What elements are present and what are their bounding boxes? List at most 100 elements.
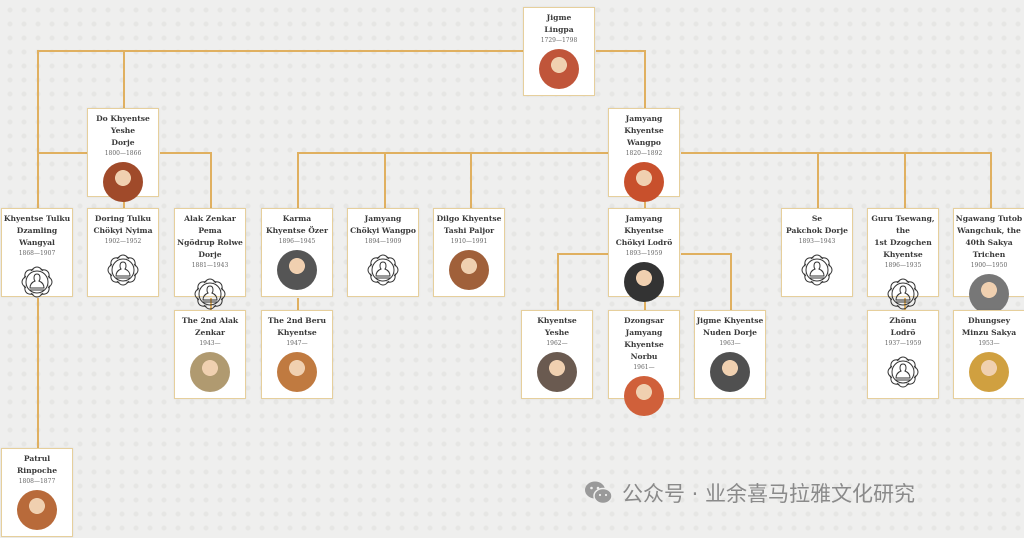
person-card-2nd-beru-khyentse[interactable]: The 2nd Beru Khyentse 1947— <box>261 310 333 399</box>
connector-line <box>596 50 644 52</box>
person-dates: 1808—1877 <box>18 478 56 485</box>
person-card-jamyang-khyentse-wangpo[interactable]: Jamyang Khyentse Wangpo 1820—1892 <box>608 108 680 202</box>
portrait-image <box>969 274 1009 314</box>
connector-line <box>37 50 523 52</box>
portrait-image <box>624 262 664 302</box>
portrait-image <box>539 49 579 89</box>
connector-line <box>160 152 210 154</box>
person-card-khyentse-tulku[interactable]: Khyentse Tulku Dzamling Wangyal 1868—190… <box>1 208 73 298</box>
person-name: Alak Zenkar Pema Ngödrup Rolwe Dorje <box>177 214 243 259</box>
person-card-patrul[interactable]: Patrul Rinpoche 1808—1877 <box>1 448 73 537</box>
person-name: Se Pakchok Dorje <box>785 214 849 235</box>
person-name: The 2nd Beru Khyentse <box>267 316 327 337</box>
lotus-buddha-icon <box>883 352 923 392</box>
person-card-khyentse-yeshe[interactable]: Khyentse Yeshe 1962— <box>521 310 593 399</box>
person-card-jigme-khyentse[interactable]: Jigme Khyentse Nuden Dorje 1963— <box>694 310 766 399</box>
person-dates: 1963— <box>719 340 741 347</box>
person-card-zhonu-lodro[interactable]: Zhönu Lodrö 1937—1959 <box>867 310 939 399</box>
connector-line <box>210 152 212 208</box>
person-card-karma-khyentse[interactable]: Karma Khyentse Özer 1896—1945 <box>261 208 333 297</box>
portrait-image <box>449 250 489 290</box>
connector-line <box>904 298 906 310</box>
person-name: Dhungsey Minzu Sakya <box>961 316 1017 337</box>
lotus-buddha-icon <box>17 262 57 302</box>
connector-line <box>470 152 472 208</box>
person-card-dzongsar[interactable]: Dzongsar Jamyang Khyentse Norbu 1961— <box>608 310 680 416</box>
connector-line <box>681 253 730 255</box>
person-dates: 1896—1945 <box>278 238 316 245</box>
person-card-dilgo-khyentse[interactable]: Dilgo Khyentse Tashi Paljor 1910—1991 <box>433 208 505 297</box>
person-dates: 1943— <box>199 340 221 347</box>
person-dates: 1947— <box>286 340 308 347</box>
portrait-image <box>277 352 317 392</box>
portrait-image <box>537 352 577 392</box>
connector-line <box>990 152 992 208</box>
person-name: Jamyang Khyentse Chökyi Lodrö <box>615 214 673 247</box>
portrait-image <box>17 490 57 530</box>
connector-line <box>644 196 646 208</box>
portrait-image <box>190 352 230 392</box>
person-card-chokyi-lodro[interactable]: Jamyang Khyentse Chökyi Lodrö 1893—1959 <box>608 208 680 302</box>
person-name: Doring Tulku Chökyi Nyima <box>93 214 153 235</box>
lotus-buddha-icon <box>190 274 230 314</box>
person-name: Karma Khyentse Özer <box>266 214 328 235</box>
person-dates: 1729—1798 <box>540 37 578 44</box>
portrait-image <box>277 250 317 290</box>
person-dates: 1961— <box>633 364 655 371</box>
person-name: Khyentse Yeshe <box>537 316 577 337</box>
person-name: Zhönu Lodrö <box>889 316 917 337</box>
person-card-doring-tulku[interactable]: Doring Tulku Chökyi Nyima 1902—1952 <box>87 208 159 297</box>
person-dates: 1953— <box>978 340 1000 347</box>
connector-line <box>644 50 646 108</box>
person-dates: 1868—1907 <box>18 250 56 257</box>
person-card-2nd-alak-zenkar[interactable]: The 2nd Alak Zenkar 1943— <box>174 310 246 399</box>
person-dates: 1881—1943 <box>191 262 229 269</box>
person-dates: 1820—1892 <box>625 150 663 157</box>
connector-line <box>557 253 608 255</box>
connector-line <box>37 50 39 208</box>
lotus-buddha-icon <box>797 250 837 290</box>
connector-line <box>37 152 87 154</box>
person-card-jamyang-chokyi-wangpo[interactable]: Jamyang Chökyi Wangpo 1894—1909 <box>347 208 419 297</box>
connector-line <box>297 298 299 310</box>
person-dates: 1902—1952 <box>104 238 142 245</box>
connector-line <box>123 50 125 108</box>
person-name: Dzongsar Jamyang Khyentse Norbu <box>624 316 664 361</box>
person-name: Guru Tsewang, the 1st Dzogchen Khyentse <box>871 214 935 259</box>
person-dates: 1800—1866 <box>104 150 142 157</box>
person-name: Do Khyentse Yeshe Dorje <box>96 114 150 147</box>
connector-line <box>644 298 646 310</box>
person-card-se-pakchok[interactable]: Se Pakchok Dorje 1893—1943 <box>781 208 853 297</box>
portrait-image <box>103 162 143 202</box>
person-dates: 1900—1950 <box>970 262 1008 269</box>
person-card-jigme-lingpa[interactable]: Jigme Lingpa 1729—1798 <box>523 7 595 96</box>
portrait-image <box>710 352 750 392</box>
person-name: Khyentse Tulku Dzamling Wangyal <box>3 214 71 247</box>
person-dates: 1910—1991 <box>450 238 488 245</box>
connector-line <box>904 152 906 208</box>
connector-line <box>210 298 212 310</box>
person-card-alak-zenkar[interactable]: Alak Zenkar Pema Ngödrup Rolwe Dorje 188… <box>174 208 246 310</box>
connector-line <box>681 152 990 154</box>
connector-line <box>384 152 386 208</box>
person-dates: 1893—1943 <box>798 238 836 245</box>
person-dates: 1893—1959 <box>625 250 663 257</box>
person-card-do-khyentse[interactable]: Do Khyentse Yeshe Dorje 1800—1866 <box>87 108 159 202</box>
connector-line <box>297 152 299 208</box>
person-dates: 1896—1935 <box>884 262 922 269</box>
watermark-text: 公众号 · 业余喜马拉雅文化研究 <box>622 482 916 506</box>
connector-line <box>730 253 732 310</box>
connector-line <box>123 196 125 208</box>
lotus-buddha-icon <box>883 274 923 314</box>
person-name: Jigme Lingpa <box>544 13 574 34</box>
person-card-dhungsey[interactable]: Dhungsey Minzu Sakya 1953— <box>953 310 1024 399</box>
connector-line <box>297 152 608 154</box>
person-name: Jigme Khyentse Nuden Dorje <box>696 316 764 337</box>
person-card-ngawang-tutob[interactable]: Ngawang Tutob Wangchuk, the 40th Sakya T… <box>953 208 1024 314</box>
person-name: Jamyang Chökyi Wangpo <box>350 214 416 235</box>
person-card-guru-tsewang[interactable]: Guru Tsewang, the 1st Dzogchen Khyentse … <box>867 208 939 310</box>
connector-line <box>37 298 39 448</box>
person-name: Jamyang Khyentse Wangpo <box>624 114 664 147</box>
person-name: Dilgo Khyentse Tashi Paljor <box>436 214 502 235</box>
wechat-icon <box>585 481 613 505</box>
